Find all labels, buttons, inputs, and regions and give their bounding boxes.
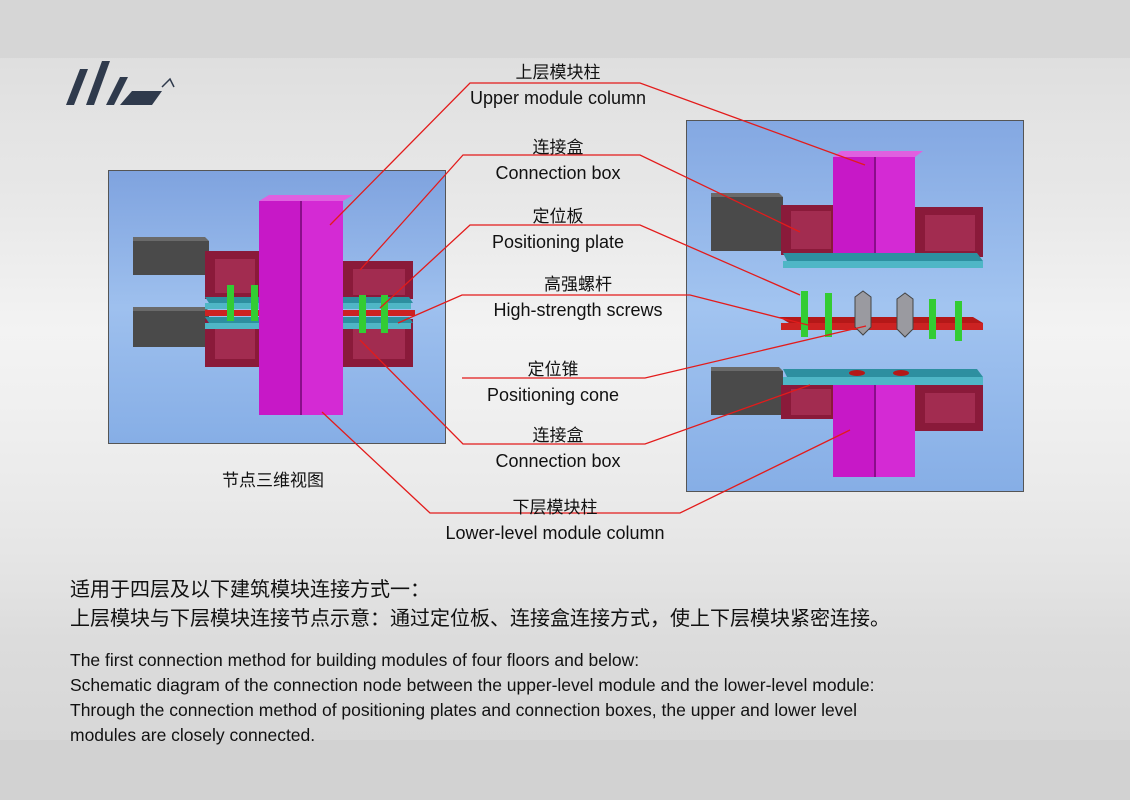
label-lower-module-column: 下层模块柱 Lower-level module column bbox=[425, 493, 685, 544]
label-en: Connection box bbox=[495, 451, 621, 471]
background-band-top bbox=[0, 0, 1130, 58]
high-strength-screws bbox=[227, 285, 388, 333]
module-column bbox=[259, 195, 353, 415]
label-upper-module-column: 上层模块柱 Upper module column bbox=[448, 58, 668, 109]
label-cn: 连接盒 bbox=[532, 426, 584, 446]
label-en: Lower-level module column bbox=[445, 523, 665, 543]
description-chinese: 适用于四层及以下建筑模块连接方式一： 上层模块与下层模块连接节点示意：通过定位板… bbox=[70, 575, 890, 633]
label-cn: 定位板 bbox=[532, 207, 584, 227]
beam-lower-left bbox=[133, 307, 209, 347]
beam-upper-left bbox=[133, 237, 209, 275]
label-en: High-strength screws bbox=[493, 300, 663, 320]
description-cn-line: 上层模块与下层模块连接节点示意：通过定位板、连接盒连接方式，使上下层模块紧密连接… bbox=[70, 606, 890, 630]
description-en-line: The first connection method for building… bbox=[70, 650, 640, 670]
exploded-view-panel bbox=[686, 120, 1024, 492]
label-connection-box-upper: 连接盒 Connection box bbox=[448, 133, 668, 184]
description-en-line: Schematic diagram of the connection node… bbox=[70, 675, 875, 695]
description-english: The first connection method for building… bbox=[70, 648, 875, 748]
left-view-caption: 节点三维视图 bbox=[222, 471, 324, 491]
label-en: Connection box bbox=[495, 163, 621, 183]
background-band-bottom bbox=[0, 740, 1130, 800]
label-cn: 下层模块柱 bbox=[512, 498, 598, 518]
description-cn-line: 适用于四层及以下建筑模块连接方式一： bbox=[70, 577, 430, 601]
company-logo-icon bbox=[58, 55, 178, 119]
description-en-line: modules are closely connected. bbox=[70, 725, 316, 745]
label-en: Positioning plate bbox=[491, 232, 625, 252]
label-high-strength-screws: 高强螺杆 High-strength screws bbox=[468, 270, 688, 321]
node-3d-view-panel bbox=[108, 170, 446, 444]
label-cn: 高强螺杆 bbox=[544, 275, 612, 295]
label-connection-box-lower: 连接盒 Connection box bbox=[448, 421, 668, 472]
label-positioning-cone: 定位锥 Positioning cone bbox=[443, 355, 663, 406]
label-positioning-plate: 定位板 Positioning plate bbox=[448, 202, 668, 253]
label-cn: 连接盒 bbox=[532, 138, 584, 158]
label-cn: 上层模块柱 bbox=[515, 63, 601, 83]
label-en: Positioning cone bbox=[486, 385, 620, 405]
description-en-line: Through the connection method of positio… bbox=[70, 700, 858, 720]
label-en: Upper module column bbox=[469, 88, 647, 108]
label-cn: 定位锥 bbox=[527, 360, 579, 380]
